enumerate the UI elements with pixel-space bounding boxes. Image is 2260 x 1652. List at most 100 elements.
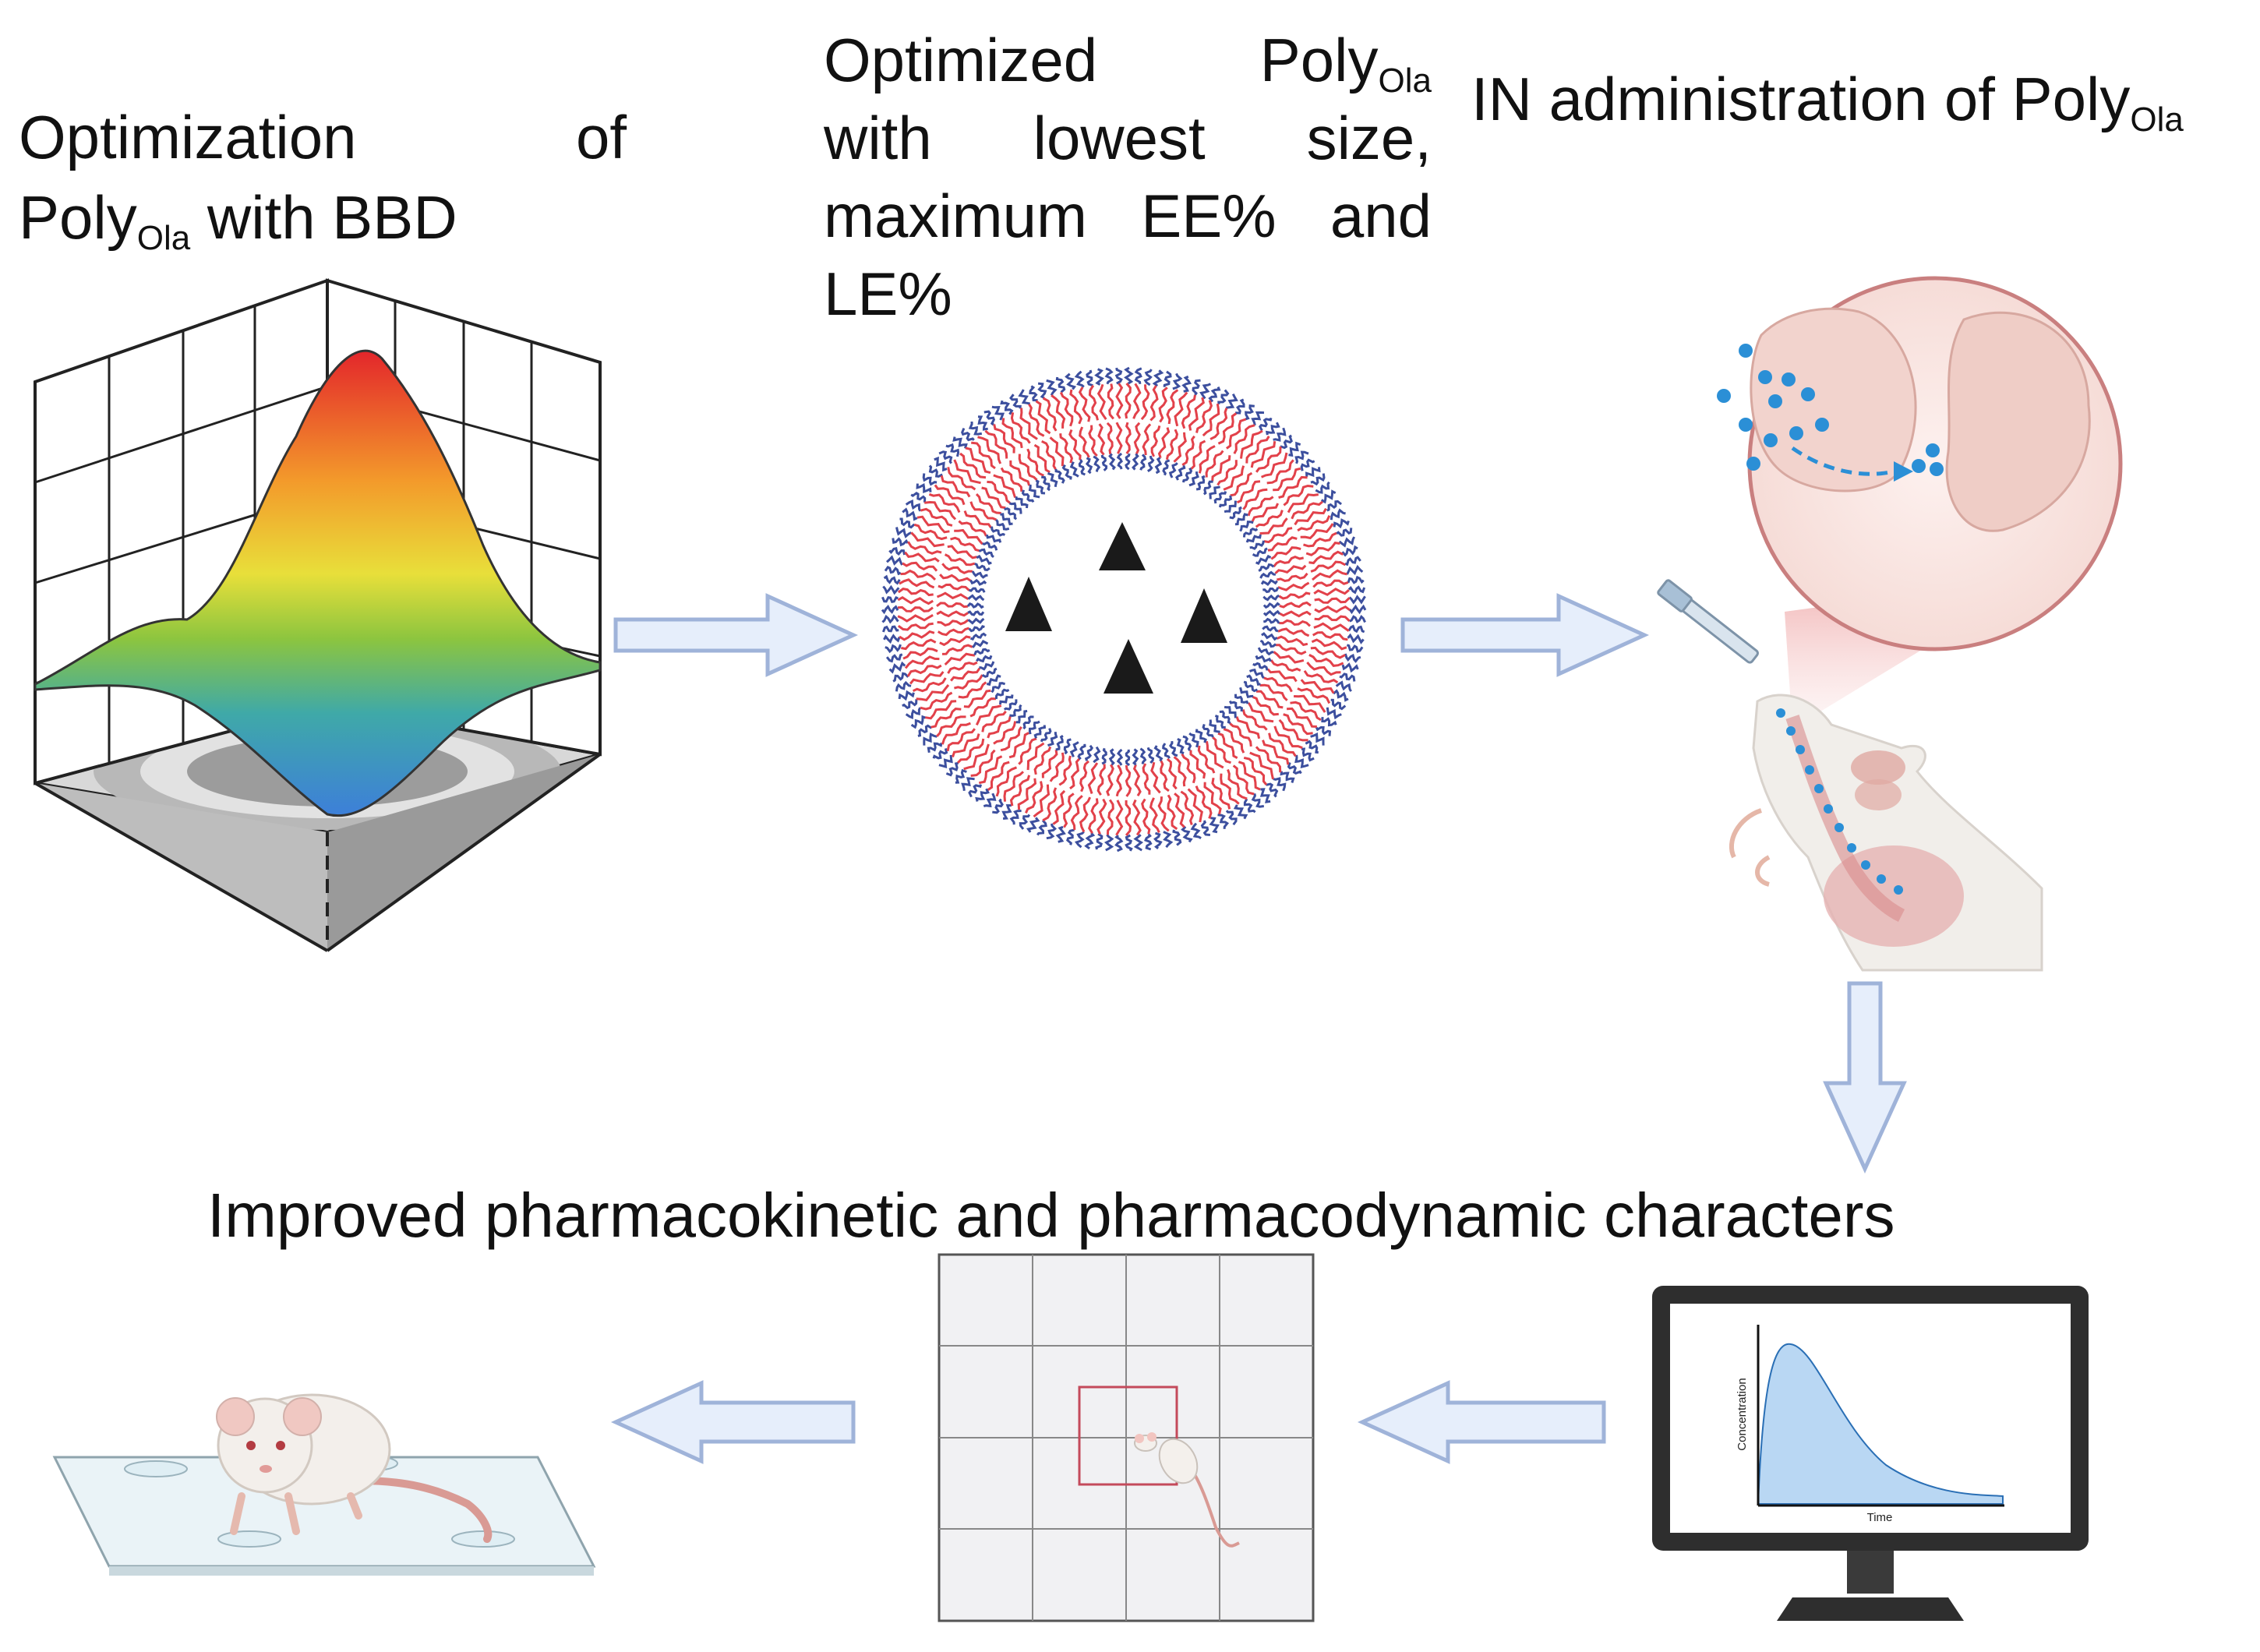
lipid-chain (1226, 418, 1247, 450)
lipid-chain (1041, 475, 1051, 492)
lipid-chain (1200, 820, 1211, 836)
step2-word: lowest (1033, 104, 1206, 172)
lipid-chain (1033, 746, 1052, 775)
lipid-chain (961, 428, 975, 442)
lipid-chain (937, 627, 969, 637)
lipid-chain (907, 541, 942, 555)
mouse-behavior-icon (52, 1393, 596, 1576)
lipid-chain (1079, 426, 1090, 458)
lipid-chain (1259, 517, 1288, 535)
lipid-chain (1263, 617, 1280, 624)
lipid-chain (1078, 387, 1091, 422)
lipid-chain (1041, 749, 1058, 778)
lipid-chain (934, 484, 966, 506)
lipid-chain (1004, 507, 1018, 521)
lipid-chain (1143, 369, 1153, 387)
step2-word: LE% (824, 259, 952, 328)
lipid-chain (1195, 785, 1213, 819)
lipid-chain (1106, 764, 1114, 796)
lipid-chain (945, 443, 960, 457)
lipid-chain (1300, 523, 1334, 540)
lipid-chain (1229, 722, 1252, 747)
lipid-chain (1059, 391, 1074, 427)
lipid-chain (1287, 707, 1317, 728)
lipid-chain (993, 474, 1017, 499)
lipid-chain (945, 761, 959, 777)
lipid-chain (941, 644, 973, 655)
lipid-chain (965, 447, 991, 475)
lipid-chain (1245, 436, 1270, 464)
lipid-chain (1157, 796, 1170, 832)
lipid-chain (1069, 461, 1079, 478)
lipid-chain (1313, 588, 1350, 596)
lipid-chain (1213, 491, 1227, 504)
lipid-chain (1017, 778, 1037, 810)
lipid-chain (1259, 639, 1277, 648)
lipid-chain (1308, 550, 1344, 565)
open-field-icon (938, 1253, 1315, 1622)
lipid-chain (1036, 819, 1047, 836)
lipid-chain (1046, 823, 1058, 840)
lipid-chain (1294, 450, 1309, 464)
lipid-chain (969, 632, 987, 641)
lipid-bilayer (881, 366, 1367, 852)
lipid-chain (987, 761, 1010, 791)
lipid-chain (901, 638, 937, 651)
lipid-chain (1321, 717, 1337, 727)
lipid-chain (1100, 454, 1108, 471)
lipid-chain (1181, 825, 1193, 843)
lipid-chain (1260, 578, 1278, 587)
lipid-chain (994, 688, 1010, 700)
lipid-chain (1189, 750, 1206, 779)
lipid-chain (882, 584, 900, 595)
lipid-chain (925, 700, 957, 720)
step2-poly: Poly (1259, 26, 1379, 94)
lipid-chain (1266, 668, 1298, 683)
lipid-chain (905, 499, 922, 512)
lipid-chain (1250, 441, 1277, 468)
lipid-chain (1230, 471, 1253, 497)
lipid-chain (1251, 503, 1280, 522)
lipid-chain (1241, 709, 1268, 731)
pk-chart-ylabel: Concentration (1736, 1378, 1749, 1450)
lipid-chain (1174, 391, 1188, 427)
step1-with-bbd: with BBD (190, 183, 457, 252)
lipid-chain (1198, 445, 1216, 474)
step3-title: IN administration of PolyOla (1471, 69, 2184, 137)
lipid-chain (897, 614, 934, 623)
lipid-chain (963, 743, 990, 771)
lipid-chain (1277, 627, 1310, 637)
lipid-chain (1079, 796, 1092, 833)
lipid-chain (895, 680, 912, 692)
lipid-chain (938, 583, 970, 591)
lipid-chain (1026, 742, 1045, 771)
lipid-chain (1074, 831, 1085, 849)
lipid-chain (1261, 632, 1278, 641)
lipid-chain (1240, 429, 1263, 459)
lipid-chain (936, 602, 969, 609)
pk-chart-xlabel: Time (1867, 1511, 1893, 1524)
step1-title-line1: Optimization of (19, 107, 627, 168)
lipid-chain (1093, 455, 1101, 472)
lipid-chain (1176, 737, 1185, 755)
lipid-chain (1101, 747, 1107, 765)
lipid-chain (1144, 833, 1153, 851)
lipid-chain (913, 523, 948, 541)
lipid-chain (1341, 662, 1359, 673)
lipid-chain (975, 788, 990, 802)
lipid-chain (1069, 741, 1079, 757)
lipid-chain (927, 742, 943, 754)
lipid-chain (1172, 829, 1182, 846)
lipid-chain (1294, 754, 1309, 768)
lipid-chain (1096, 383, 1107, 420)
lipid-chain (1310, 646, 1346, 659)
lipid-chain (1209, 485, 1220, 499)
lipid-chain (1018, 454, 1038, 482)
lipid-chain (1029, 385, 1038, 402)
lipid-chain (1305, 467, 1321, 478)
lipid-chain (1242, 528, 1259, 538)
lipid-chain (1162, 743, 1171, 759)
lipid-chain (1209, 719, 1220, 733)
lipid-chain (920, 507, 953, 527)
lipid-chain (902, 647, 938, 660)
